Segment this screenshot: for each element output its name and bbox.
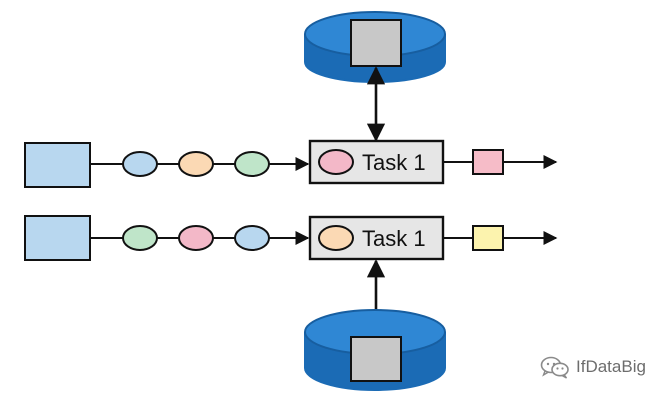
task-state-indicator-2 bbox=[318, 225, 354, 251]
watermark-text: IfDataBig bbox=[576, 357, 646, 376]
stream-event-1-2 bbox=[178, 151, 214, 177]
pipeline-row-2: Task 1 bbox=[24, 215, 558, 261]
stream-event-2-3 bbox=[234, 225, 270, 251]
pipeline-row-1: Task 1 bbox=[24, 139, 558, 188]
watermark: IfDataBig bbox=[540, 354, 646, 380]
source-box-1 bbox=[24, 142, 91, 188]
stream-event-1-3 bbox=[234, 151, 270, 177]
source-box-2 bbox=[24, 215, 91, 261]
stream-event-2-2 bbox=[178, 225, 214, 251]
stream-event-2-1 bbox=[122, 225, 158, 251]
state-store-top-square bbox=[350, 19, 402, 67]
state-store-bottom-square bbox=[350, 336, 402, 382]
task-state-indicator-1 bbox=[318, 149, 354, 175]
stream-event-1-1 bbox=[122, 151, 158, 177]
wechat-icon bbox=[540, 356, 569, 379]
output-record-2 bbox=[472, 225, 504, 251]
output-record-1 bbox=[472, 149, 504, 175]
state-store-bottom bbox=[304, 309, 446, 391]
state-store-top bbox=[304, 11, 446, 83]
task-label-2: Task 1 bbox=[362, 226, 426, 251]
task-label-1: Task 1 bbox=[362, 150, 426, 175]
